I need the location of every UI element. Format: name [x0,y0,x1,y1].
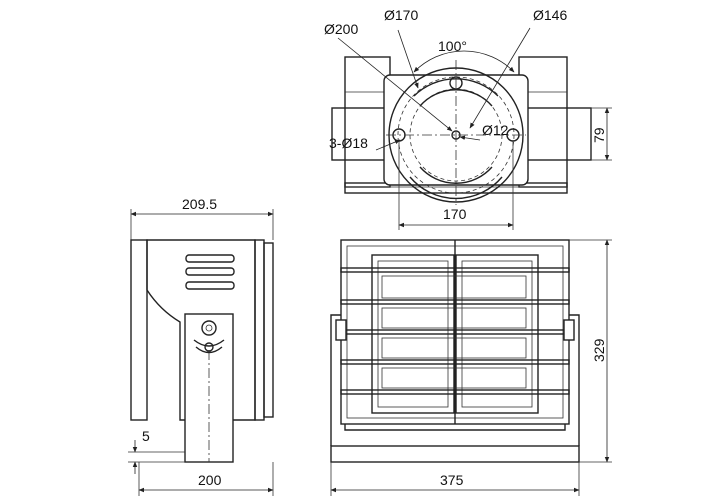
vent-slot-3 [185,281,235,290]
label-w209: 209.5 [182,196,217,212]
side-front-ring [254,239,265,421]
side-view: 209.5 5 200 [128,196,274,496]
label-d12: Ø12 [482,122,509,138]
front-view: 329 375 [330,239,612,496]
bolt-hole-top [449,76,463,90]
label-w375: 375 [440,472,464,488]
pivot-bolt [201,320,217,336]
front-yoke [330,314,580,446]
label-d170: Ø170 [384,7,418,23]
label-angle: 100° [438,38,467,54]
adjust-arc [193,339,225,354]
label-d200: Ø200 [324,21,358,37]
label-w170: 170 [443,206,467,222]
guard-bar-4 [340,359,570,365]
guard-bar-5 [340,389,570,395]
top-view: Ø200 Ø170 Ø146 100° 3-Ø18 Ø12 79 170 [324,7,612,230]
guard-bar-1 [340,267,570,273]
label-holes: 3-Ø18 [329,135,368,151]
top-body-left [344,56,391,188]
guard-bar-2 [340,299,570,305]
label-d146: Ø146 [533,7,567,23]
label-w200: 200 [198,472,222,488]
slot-bottom [409,166,503,200]
vent-slot-2 [185,267,235,276]
label-h329: 329 [591,338,607,362]
label-h79: 79 [591,127,607,143]
label-h5: 5 [142,428,150,444]
top-boss-right [518,107,592,161]
vent-slot-1 [185,254,235,263]
front-base [330,445,580,463]
side-housing-back [130,239,148,421]
top-boss-left [331,107,393,161]
